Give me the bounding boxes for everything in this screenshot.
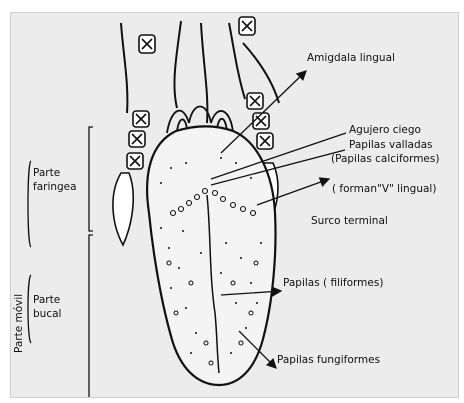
parte-bucal-label-2: bucal — [33, 309, 61, 321]
tongue-drawing — [11, 13, 458, 397]
papilas-calciformes-label: (Papilas calciformes) — [331, 154, 439, 166]
papilas-filiformes-label: Papilas ( filiformes) — [283, 278, 383, 290]
papilas-fungiformes-label: Papilas fungiformes — [277, 355, 380, 367]
forman-v-lingual-label: ( forman"V" lingual) — [332, 184, 436, 196]
agujero-ciego-label: Agujero ciego — [349, 125, 421, 137]
papilas-valladas-label: Papilas valladas — [349, 140, 433, 152]
surco-terminal-label: Surco terminal — [311, 216, 388, 228]
tongue-anatomy-figure: Amigdala lingual Agujero ciego Papilas v… — [10, 12, 459, 398]
parte-movil-label: Parte móvil — [13, 294, 25, 353]
parte-bucal-label-1: Parte — [33, 295, 60, 307]
parte-faringea-label-1: Parte — [33, 168, 60, 180]
tongue-outline — [147, 127, 275, 386]
amigdala-lingual-label: Amigdala lingual — [307, 53, 395, 65]
parte-faringea-label-2: faringea — [33, 182, 77, 194]
